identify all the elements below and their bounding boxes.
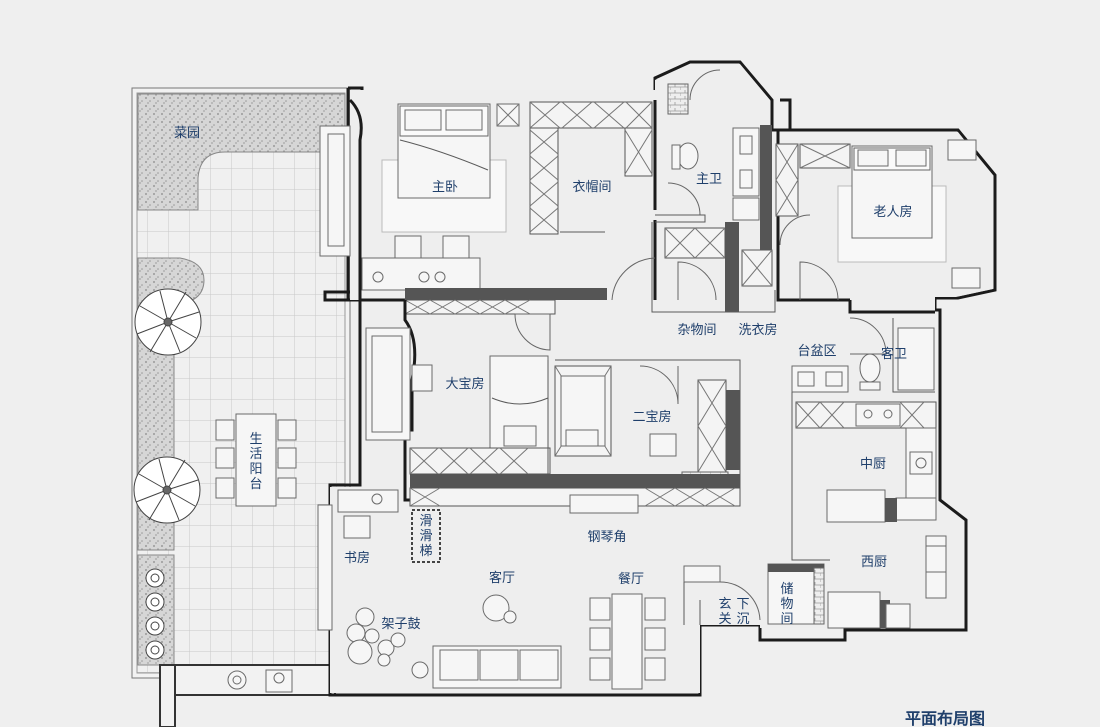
- label-entrance: 关: [718, 612, 731, 627]
- label-storage-closet: 物: [780, 597, 793, 612]
- storage-laundry: [611, 222, 776, 313]
- balcony-terrace: [131, 87, 351, 679]
- label-living-balcony: 活: [249, 447, 262, 462]
- big-kids-room: [365, 300, 740, 502]
- label-chinese-kitchen: 中厨: [860, 457, 886, 472]
- label-second-kids-room: 二宝房: [632, 409, 671, 425]
- label-big-kids-room: 大宝房: [445, 376, 484, 392]
- label-sunken: 下: [736, 597, 749, 612]
- label-guest-bathroom: 客卫: [881, 346, 907, 362]
- label-study: 书房: [344, 550, 370, 566]
- label-entrance: 玄: [718, 597, 731, 612]
- study: [317, 489, 399, 631]
- plant-icon: [134, 288, 202, 356]
- label-living-balcony: 阳: [249, 462, 262, 477]
- label-dining-room: 餐厅: [618, 571, 644, 587]
- drum-kit: [346, 607, 429, 679]
- plant-icon: [133, 456, 201, 524]
- label-storage-room: 杂物间: [677, 323, 716, 338]
- master-bathroom: [655, 69, 772, 250]
- chinese-kitchen: [791, 391, 937, 561]
- label-elder-room: 老人房: [873, 204, 912, 220]
- label-vegetable-garden: 菜园: [174, 126, 200, 141]
- label-western-kitchen: 西厨: [861, 555, 887, 570]
- basin-guest-bath: [791, 300, 935, 393]
- label-slide: 滑: [419, 529, 432, 544]
- label-laundry-room: 洗衣房: [738, 322, 777, 338]
- second-kids-room: [554, 359, 741, 500]
- label-slide: 梯: [419, 544, 432, 559]
- western-kitchen: [826, 489, 947, 629]
- piano-wall-cabinets: [409, 474, 741, 514]
- label-master-bedroom: 主卧: [432, 180, 458, 195]
- label-cloakroom: 衣帽间: [572, 179, 611, 195]
- garden-bed: [137, 93, 346, 211]
- label-drum-kit: 架子鼓: [381, 617, 420, 632]
- room-labels: 菜园 主卧 衣帽间 主卫 老人房 杂物间 洗衣房 台盆区 客卫 大宝房 二宝房 …: [174, 126, 985, 727]
- plan-title: 平面布局图: [905, 709, 985, 727]
- hallway-cabinets: [404, 288, 607, 351]
- label-master-bathroom: 主卫: [696, 172, 722, 187]
- label-living-room: 客厅: [489, 570, 515, 586]
- label-living-balcony: 生: [249, 432, 262, 447]
- label-sunken: 沉: [736, 612, 749, 627]
- balcony-dining-table: [215, 413, 297, 507]
- slide: [411, 509, 441, 563]
- label-piano-corner: 钢琴角: [587, 530, 626, 545]
- elder-room: [775, 130, 981, 302]
- entrance: [683, 563, 825, 625]
- cloakroom-cabinets: [529, 100, 657, 300]
- label-storage-closet: 储: [780, 582, 793, 597]
- balcony-counter: [159, 664, 336, 727]
- living-room: [432, 594, 562, 689]
- label-storage-closet: 间: [780, 612, 793, 627]
- master-bedroom: [319, 98, 520, 302]
- label-slide: 滑: [419, 514, 432, 529]
- label-basin-area: 台盆区: [797, 344, 836, 359]
- dining-table: [589, 593, 666, 690]
- label-living-balcony: 台: [249, 477, 262, 492]
- flower-pots: [145, 568, 165, 660]
